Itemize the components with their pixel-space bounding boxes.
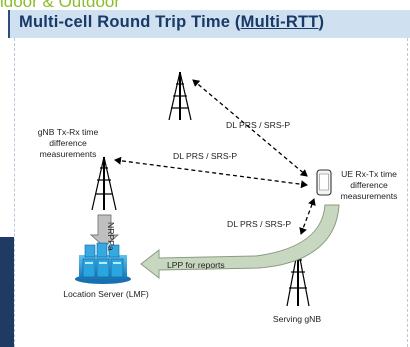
title-prefix: Multi-cell Round Trip Time ( bbox=[19, 13, 241, 31]
slide-title: Multi-cell Round Trip Time (Multi-RTT) bbox=[19, 13, 324, 32]
gnb-txrx-label-line3: measurements bbox=[40, 149, 97, 159]
ue-rxtx-label-line2: difference bbox=[350, 180, 388, 190]
slide-left-band bbox=[0, 237, 14, 347]
location-server-icon bbox=[75, 242, 131, 284]
serving-gnb-label: Serving gNB bbox=[273, 314, 322, 324]
title-bar: Multi-cell Round Trip Time (Multi-RTT) bbox=[8, 10, 410, 38]
dashed-arrow-left-to-ue bbox=[114, 156, 308, 189]
lpp-reports-arrow bbox=[140, 204, 340, 280]
dashed-arrow-top-to-ue bbox=[192, 79, 308, 177]
gnb-txrx-label-line1: gNB Tx-Rx time bbox=[38, 127, 99, 137]
title-suffix: ) bbox=[318, 13, 325, 31]
nrppa-arrow bbox=[89, 214, 120, 248]
location-server-label: Location Server (LMF) bbox=[63, 289, 149, 299]
title-link-multi-rtt[interactable]: Multi-RTT bbox=[240, 13, 319, 31]
neighbor-gnb-tower-icon bbox=[91, 156, 117, 211]
ue-rxtx-label-line1: UE Rx-Tx time bbox=[341, 169, 397, 179]
section-header-partial: ldoor & Outdoor bbox=[0, 0, 121, 11]
nrppa-label: NRPPa bbox=[106, 222, 116, 251]
dl-prs-label-top: DL PRS / SRS-P bbox=[226, 120, 290, 130]
ue-phone-icon bbox=[316, 169, 332, 196]
top-gnb-tower-icon bbox=[168, 71, 192, 121]
ue-rxtx-label-line3: measurements bbox=[341, 191, 398, 201]
gnb-txrx-label-line2: difference bbox=[49, 138, 87, 148]
multi-rtt-diagram: DL PRS / SRS-P DL PRS / SRS-P DL PRS / S… bbox=[38, 71, 398, 324]
dashed-arrow-serving-to-ue bbox=[299, 198, 316, 235]
dl-prs-label-bottom: DL PRS / SRS-P bbox=[227, 219, 291, 229]
diagram-frame: DL PRS / SRS-P DL PRS / SRS-P DL PRS / S… bbox=[14, 38, 408, 347]
dl-prs-label-mid: DL PRS / SRS-P bbox=[173, 151, 237, 161]
lpp-label: LPP for reports bbox=[167, 260, 225, 270]
